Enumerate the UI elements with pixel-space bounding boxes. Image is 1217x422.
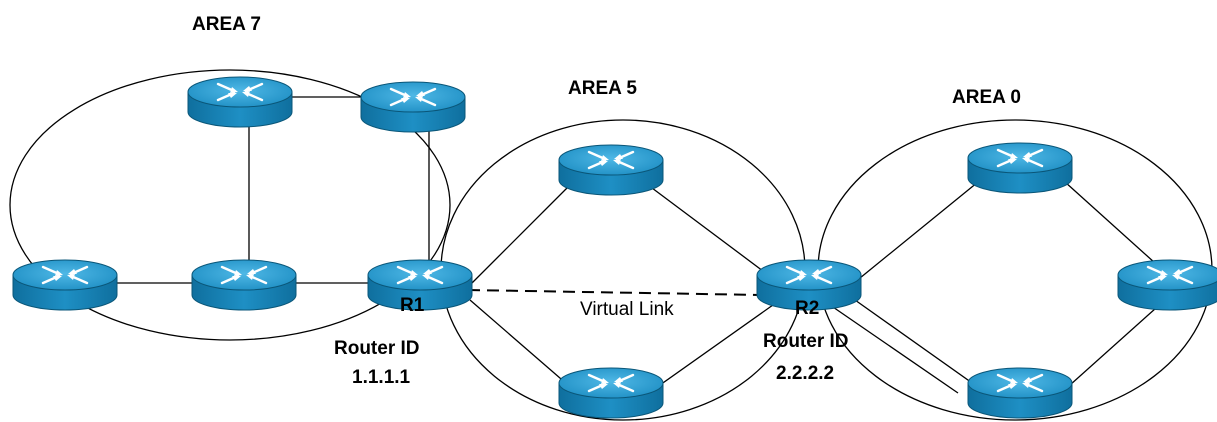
router-r1-id-value: 1.1.1.1: [352, 367, 411, 388]
router-icon[interactable]: [966, 366, 1074, 420]
router-icon[interactable]: [190, 258, 298, 312]
router-r2-name: R2: [795, 298, 819, 319]
link: [1064, 181, 1166, 273]
link: [854, 299, 976, 386]
router-icon[interactable]: [11, 258, 119, 312]
virtual-link-label: Virtual Link: [580, 299, 674, 320]
virtual-link-line: [467, 289, 763, 296]
area-7-label: AREA 7: [192, 14, 261, 35]
router-r2-id-label: Router ID: [763, 331, 849, 352]
router-icon[interactable]: [557, 143, 665, 197]
link: [1069, 299, 1166, 386]
link: [647, 184, 776, 281]
router-r1-name: R1: [400, 295, 425, 316]
link: [659, 299, 781, 386]
router-icon[interactable]: [1116, 258, 1217, 312]
router-r1-id-label: Router ID: [334, 338, 420, 359]
link: [469, 299, 569, 386]
router-icon[interactable]: [359, 80, 467, 134]
router-icon[interactable]: [557, 366, 665, 420]
area-5-label: AREA 5: [568, 78, 637, 99]
area-0-label: AREA 0: [952, 87, 1021, 108]
link: [469, 184, 571, 286]
link: [859, 181, 979, 279]
router-icon[interactable]: [966, 141, 1074, 195]
router-r2-id-value: 2.2.2.2: [776, 363, 834, 384]
router-icon[interactable]: [186, 75, 294, 129]
link: [829, 304, 959, 394]
area-7-boundary: [9, 69, 451, 341]
